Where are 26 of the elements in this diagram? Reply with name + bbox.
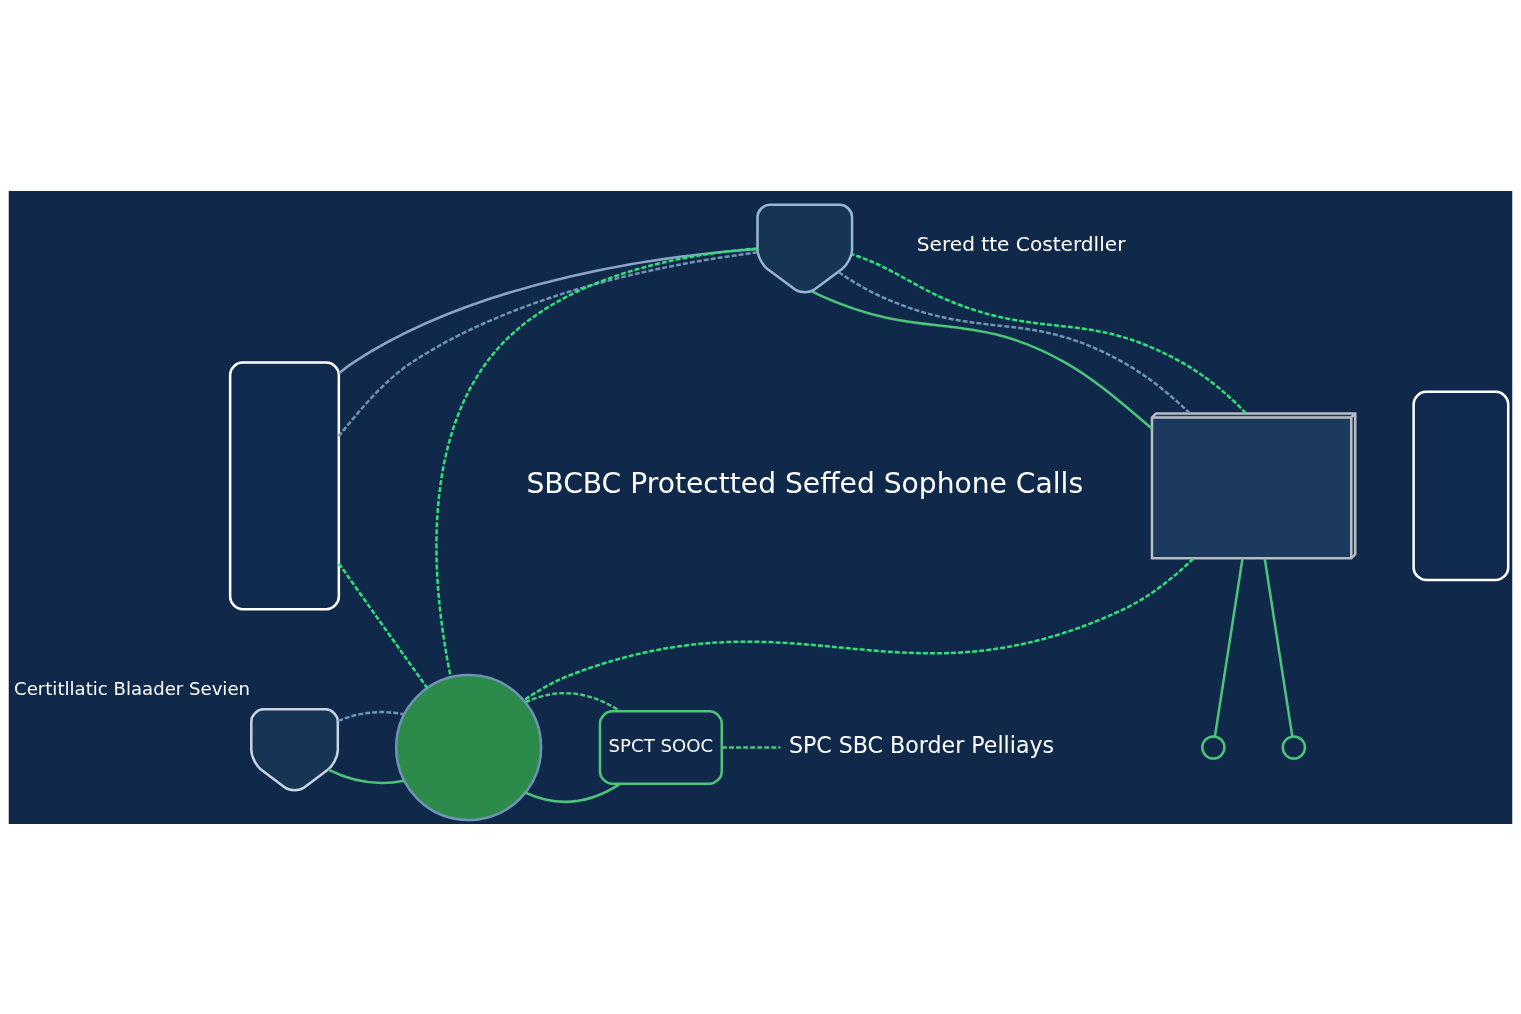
label: Sered tte Costerdller	[916, 231, 1126, 256]
node-circle	[1281, 734, 1307, 760]
node-circle	[1201, 734, 1226, 760]
connector	[435, 246, 758, 677]
label: SBCBC Protectted Seffed Sophone Calls	[526, 466, 1084, 500]
node-label: Certitllatic Blaader Sevien	[14, 677, 251, 699]
node-text: SPC SBC Border Pelliays	[788, 731, 1055, 758]
connector	[811, 289, 1153, 429]
node-shield	[250, 707, 340, 791]
node-shield	[756, 202, 854, 293]
node-phone	[228, 360, 341, 610]
connector	[837, 270, 1191, 414]
connector	[523, 557, 1195, 701]
node-circle	[394, 673, 543, 821]
connector	[337, 250, 758, 437]
connector	[327, 768, 405, 784]
connector	[337, 710, 405, 722]
connector	[524, 691, 621, 712]
connector	[524, 782, 621, 803]
node-box: SPCT SOOC	[598, 709, 723, 785]
connector	[1213, 557, 1244, 736]
node-phone	[1412, 390, 1510, 581]
connector	[337, 562, 429, 689]
connector	[721, 745, 781, 749]
connector	[1263, 557, 1294, 736]
connector	[851, 252, 1247, 414]
